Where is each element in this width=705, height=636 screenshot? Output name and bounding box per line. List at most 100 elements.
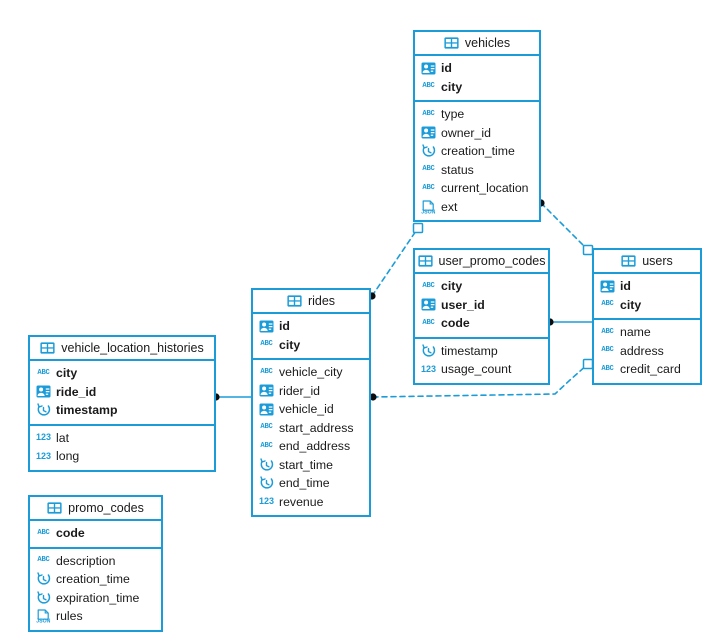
field-label: description xyxy=(56,553,116,568)
field-row[interactable]: timestamp xyxy=(30,401,214,420)
field-label: end_address xyxy=(279,439,351,454)
relationship-source-dot xyxy=(369,393,377,401)
field-label: start_time xyxy=(279,457,333,472)
clock-icon xyxy=(36,572,51,586)
abc-icon: ABC xyxy=(37,556,50,565)
abc-icon: ABC xyxy=(422,318,435,327)
entity-header[interactable]: users xyxy=(594,250,700,274)
field-label: type xyxy=(441,107,465,122)
clock-icon xyxy=(36,403,51,417)
field-label: creation_time xyxy=(441,144,515,159)
rel-user-promo-codes-users[interactable] xyxy=(546,318,593,326)
123-icon: 123 xyxy=(35,432,52,443)
field-row[interactable]: ABC description xyxy=(30,552,161,571)
rel-rides-vehicles[interactable] xyxy=(368,222,424,300)
field-row[interactable]: owner_id xyxy=(415,124,539,143)
field-row[interactable]: end_time xyxy=(253,474,369,493)
field-row[interactable]: id xyxy=(594,277,700,296)
abc-icon: ABC xyxy=(422,82,435,91)
abc-icon: ABC xyxy=(422,165,435,174)
entity-header[interactable]: user_promo_codes xyxy=(415,250,548,274)
field-label: status xyxy=(441,162,474,177)
identity-icon xyxy=(36,385,51,398)
field-row[interactable]: id xyxy=(415,59,539,78)
svg-text:JSON: JSON xyxy=(36,619,50,624)
field-label: owner_id xyxy=(441,125,491,140)
entity-header[interactable]: vehicles xyxy=(415,32,539,56)
identity-icon xyxy=(421,298,436,311)
abc-icon: ABC xyxy=(260,340,273,349)
relationship-target-square xyxy=(412,222,424,234)
entity-name: vehicle_location_histories xyxy=(61,341,204,355)
field-label: address xyxy=(620,343,664,358)
field-row[interactable]: creation_time xyxy=(415,142,539,161)
field-label: name xyxy=(620,325,651,340)
field-label: creation_time xyxy=(56,572,130,587)
table-icon xyxy=(47,502,62,514)
clock-icon xyxy=(421,344,436,358)
field-row[interactable]: ABC status xyxy=(415,161,539,180)
json-icon: JSON xyxy=(421,200,436,214)
field-label: id xyxy=(279,319,290,334)
field-row[interactable]: start_time xyxy=(253,456,369,475)
entity-name: users xyxy=(642,254,673,268)
field-row[interactable]: expiration_time xyxy=(30,589,161,608)
field-row[interactable]: ABC code xyxy=(30,524,161,543)
field-label: city xyxy=(279,337,301,352)
abc-icon: ABC xyxy=(37,528,50,537)
field-row[interactable]: rider_id xyxy=(253,382,369,401)
field-row[interactable]: ride_id xyxy=(30,383,214,402)
rel-vehicle-location-histories-rides[interactable] xyxy=(212,393,252,401)
field-row[interactable]: ABC current_location xyxy=(415,179,539,198)
identity-icon xyxy=(259,320,274,333)
field-row[interactable]: id xyxy=(253,317,369,336)
field-row[interactable]: vehicle_id xyxy=(253,400,369,419)
rel-vehicles-users[interactable] xyxy=(537,199,594,256)
entity-header[interactable]: promo_codes xyxy=(30,497,161,521)
field-label: expiration_time xyxy=(56,590,140,605)
table-icon xyxy=(621,255,636,267)
identity-icon xyxy=(421,62,436,75)
field-row[interactable]: ABC city xyxy=(253,336,369,355)
field-row[interactable]: timestamp xyxy=(415,342,548,361)
abc-icon: ABC xyxy=(422,183,435,192)
field-label: current_location xyxy=(441,181,529,196)
table-icon xyxy=(40,342,55,354)
entity-header[interactable]: rides xyxy=(253,290,369,314)
field-label: code xyxy=(56,526,85,541)
entity-header[interactable]: vehicle_location_histories xyxy=(30,337,214,361)
field-row[interactable]: creation_time xyxy=(30,570,161,589)
abc-icon: ABC xyxy=(601,300,614,309)
field-label: credit_card xyxy=(620,362,681,377)
field-row[interactable]: user_id xyxy=(415,296,548,315)
